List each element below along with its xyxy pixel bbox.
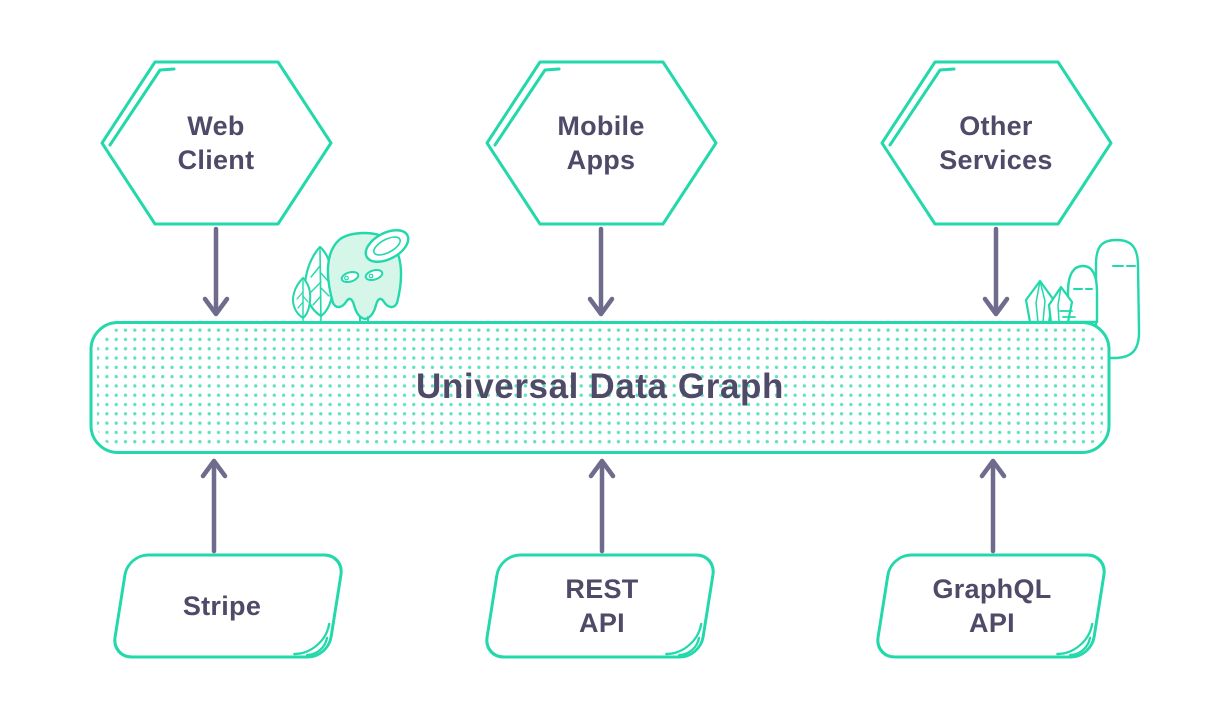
arrow-web-client-to-hub <box>202 226 230 317</box>
backend-box-graphql-api <box>876 553 1106 659</box>
crystal-decoration <box>1024 238 1141 360</box>
corner-flourish-icon <box>1056 622 1094 656</box>
corner-flourish-icon <box>678 636 701 657</box>
arrow-graphql-api-to-hub <box>979 458 1007 554</box>
sprite-eye-left-icon <box>340 270 360 284</box>
arrow-rest-api-to-hub <box>588 458 616 554</box>
hexagon-accent-line <box>493 67 561 147</box>
arrow-other-services-to-hub <box>982 226 1010 317</box>
dot-pattern-fill <box>97 328 1103 447</box>
hexagon-other-services <box>880 60 1113 226</box>
sprite-eye-right-icon <box>364 268 384 282</box>
stone-mound-small-icon <box>1066 264 1099 324</box>
sprite-decoration <box>292 229 410 324</box>
ground-dashes-icon <box>1059 310 1076 318</box>
corner-flourish-icon <box>665 622 703 656</box>
arrow-mobile-apps-to-hub <box>587 226 615 317</box>
hexagon-accent-line <box>888 67 956 147</box>
arrow-stripe-to-hub <box>200 458 228 554</box>
backend-box-rest-api <box>485 553 715 659</box>
backend-box-stripe <box>113 553 343 659</box>
corner-flourish-icon <box>1069 636 1092 657</box>
sprite-mask-icon <box>326 229 410 324</box>
stone-mound-large-icon <box>1094 238 1141 360</box>
corner-flourish-icon <box>293 622 331 656</box>
sprite-halo-icon <box>364 229 410 263</box>
leaf-small-icon <box>292 277 312 323</box>
hexagon-web-client <box>100 60 333 226</box>
crystals-icon <box>1024 279 1074 324</box>
corner-flourish-icon <box>306 636 329 657</box>
universal-data-graph-bar <box>89 321 1111 454</box>
hexagon-accent-line <box>108 67 176 147</box>
hexagon-mobile-apps <box>485 60 718 226</box>
